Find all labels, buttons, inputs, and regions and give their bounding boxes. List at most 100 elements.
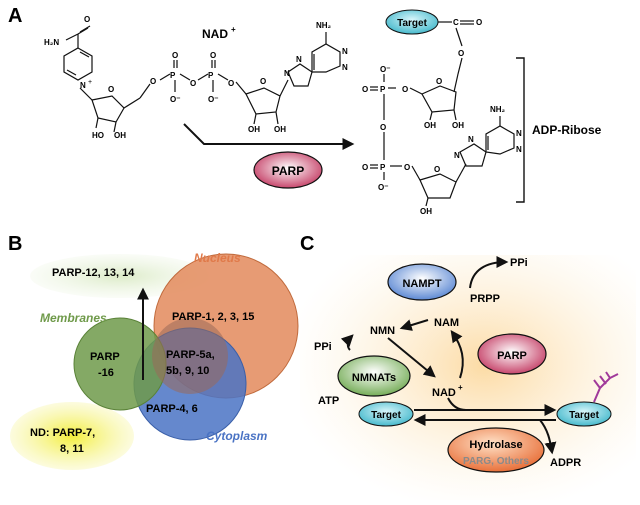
svg-text:PARG, Others: PARG, Others <box>463 456 529 467</box>
svg-text:O⁻: O⁻ <box>378 183 388 192</box>
svg-text:Target: Target <box>371 410 401 421</box>
svg-text:N: N <box>284 69 290 78</box>
adp-ribose-structure: C O O O OH OH O P O⁻ O O P O O⁻ O <box>362 18 522 216</box>
overlap-region <box>152 318 228 394</box>
svg-text:O⁻: O⁻ <box>380 65 390 74</box>
nam-label: NAM <box>434 317 459 329</box>
svg-text:N: N <box>342 47 348 56</box>
svg-text:O: O <box>190 79 196 88</box>
svg-text:OH: OH <box>114 131 126 140</box>
overlap-line1: PARP-5a, <box>166 349 215 361</box>
svg-text:O: O <box>210 51 216 60</box>
svg-text:N: N <box>342 63 348 72</box>
nd-glow <box>10 402 134 470</box>
nad-c-charge: + <box>458 383 463 392</box>
ppi-top-label: PPi <box>510 257 528 269</box>
overlap-line2: 5b, 9, 10 <box>166 365 209 377</box>
prpp-to-ppi-arrow <box>469 256 509 289</box>
svg-text:O: O <box>404 163 410 172</box>
adpr-label: ADPR <box>550 457 581 469</box>
svg-text:C: C <box>453 18 459 27</box>
parp-enzyme-c: PARP <box>477 333 547 375</box>
atp-label: ATP <box>318 395 339 407</box>
svg-text:NMNATs: NMNATs <box>352 372 396 384</box>
svg-text:O: O <box>260 77 266 86</box>
cytoplasm-only-label: PARP-4, 6 <box>146 403 198 415</box>
nmn-label: NMN <box>370 325 395 337</box>
svg-text:OH: OH <box>248 125 260 134</box>
membranes-title: Membranes <box>40 311 107 325</box>
svg-text:+: + <box>88 79 92 86</box>
adp-ribose-label: ADP-Ribose <box>532 123 602 137</box>
svg-text:N: N <box>468 135 474 144</box>
svg-text:N: N <box>516 129 522 138</box>
nd-line2: 8, 11 <box>60 443 84 455</box>
nampt-enzyme: NAMPT <box>387 263 457 301</box>
nad-label: NAD <box>202 27 228 41</box>
svg-text:NAMPT: NAMPT <box>402 278 441 290</box>
svg-text:NH₂: NH₂ <box>316 21 332 30</box>
target-c-left: Target <box>358 401 414 427</box>
nad-feed-line <box>447 397 467 411</box>
svg-text:O: O <box>458 49 464 58</box>
svg-text:Hydrolase: Hydrolase <box>469 439 522 451</box>
svg-text:O: O <box>228 79 234 88</box>
svg-text:N: N <box>454 151 460 160</box>
svg-text:O: O <box>380 123 386 132</box>
nucleus-title: Nucleus <box>194 251 241 265</box>
svg-text:O: O <box>84 15 90 24</box>
svg-text:OH: OH <box>424 121 436 130</box>
to-adpr-arrow <box>539 419 557 455</box>
nad-to-nam-arrow <box>450 330 464 379</box>
panel-b-letter: B <box>8 233 22 255</box>
svg-text:O⁻: O⁻ <box>170 95 180 104</box>
membrane-only-line1: PARP <box>90 351 120 363</box>
nucleus-only-label: PARP-1, 2, 3, 15 <box>172 311 254 323</box>
svg-text:P: P <box>380 163 386 172</box>
target-a: Target <box>385 9 439 35</box>
panel-c-letter: C <box>300 233 314 255</box>
membranes-circle <box>73 317 167 411</box>
nad-c-label: NAD <box>432 387 456 399</box>
svg-text:O: O <box>362 163 368 172</box>
target-c-right: Target <box>556 401 612 427</box>
nmn-to-nad-arrow <box>387 337 436 378</box>
svg-text:O: O <box>108 85 114 94</box>
svg-text:Target: Target <box>397 18 427 29</box>
svg-text:Target: Target <box>569 410 599 421</box>
adp-ribose-mark <box>593 371 619 403</box>
svg-text:O: O <box>476 18 482 27</box>
svg-text:NH₂: NH₂ <box>490 105 506 114</box>
ppi-left-label: PPi <box>314 341 332 353</box>
prpp-label: PRPP <box>470 293 500 305</box>
parp-enzyme-a: PARP <box>253 151 323 189</box>
membrane-only-line2: -16 <box>98 367 114 379</box>
nmnat-to-ppi-arrow <box>340 334 354 351</box>
adp-ribose-bracket <box>516 57 525 203</box>
svg-text:N: N <box>296 55 302 64</box>
svg-text:P: P <box>380 85 386 94</box>
svg-text:O⁻: O⁻ <box>208 95 218 104</box>
cytoplasm-title: Cytoplasm <box>206 429 268 443</box>
svg-text:N: N <box>516 145 522 154</box>
svg-text:PARP: PARP <box>272 164 304 178</box>
svg-text:N: N <box>80 81 86 90</box>
svg-text:OH: OH <box>452 121 464 130</box>
svg-text:OH: OH <box>274 125 286 134</box>
svg-text:O: O <box>402 85 408 94</box>
svg-text:OH: OH <box>420 207 432 216</box>
top-group-label: PARP-12, 13, 14 <box>52 267 135 279</box>
svg-text:O: O <box>436 77 442 86</box>
svg-text:O: O <box>362 85 368 94</box>
svg-text:P: P <box>208 71 214 80</box>
svg-text:P: P <box>170 71 176 80</box>
nam-to-nmn-arrow <box>399 319 429 331</box>
nad-charge: + <box>231 25 236 34</box>
nd-line1: ND: PARP-7, <box>30 427 95 439</box>
nad-structure: O H₂N N + O HO OH O P O O⁻ O P O O⁻ O <box>44 15 348 140</box>
svg-text:PARP: PARP <box>497 350 527 362</box>
svg-text:O: O <box>150 77 156 86</box>
svg-text:H₂N: H₂N <box>44 38 59 47</box>
